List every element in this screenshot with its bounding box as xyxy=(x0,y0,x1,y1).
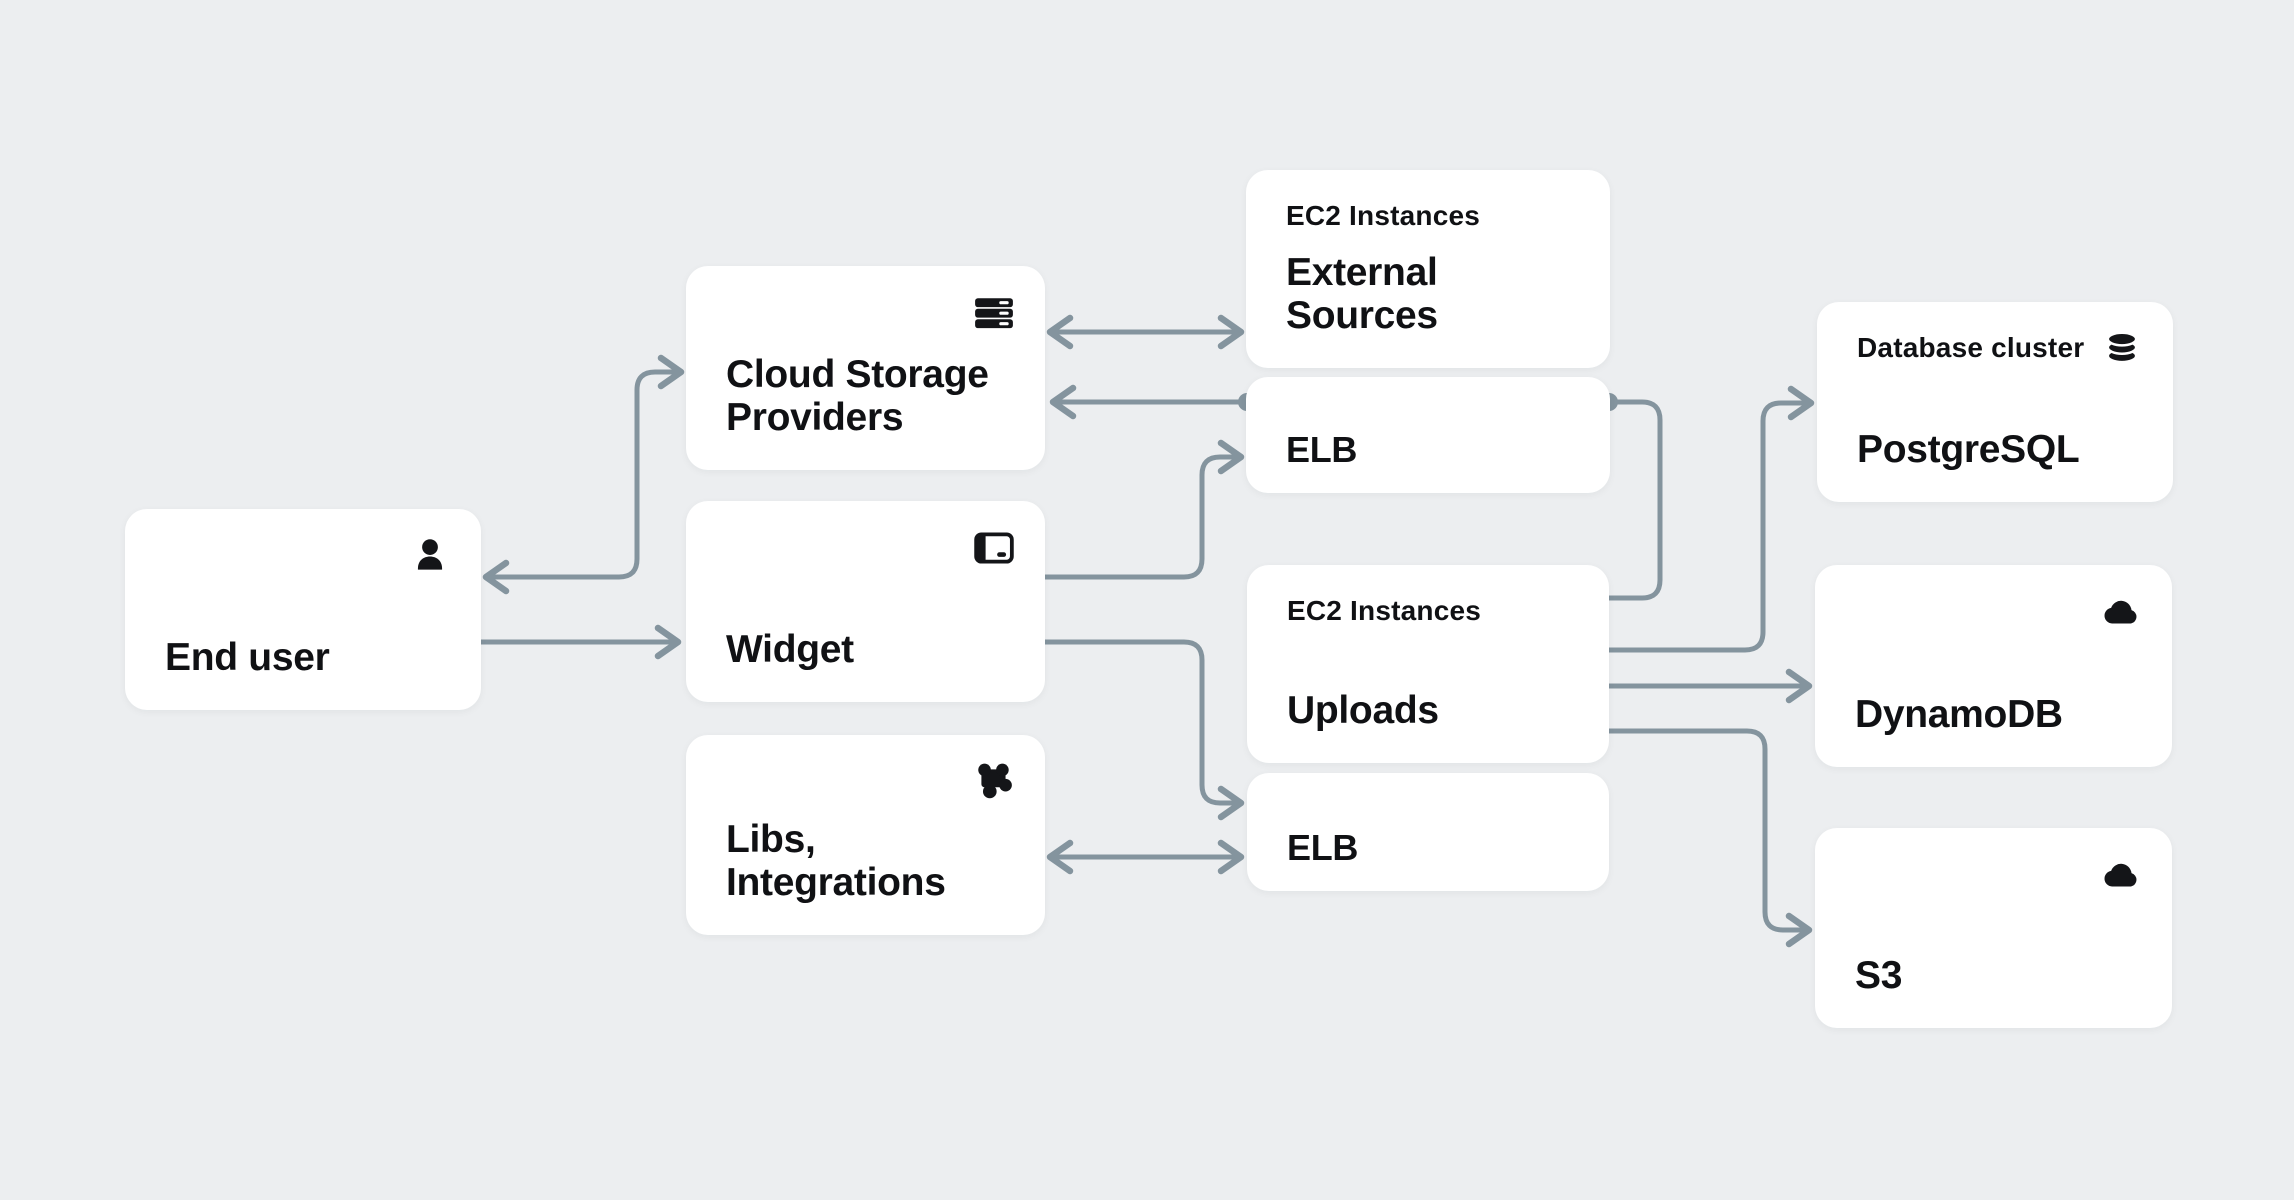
node-title: ELB xyxy=(1287,826,1359,868)
node-dynamodb[interactable]: DynamoDB xyxy=(1815,565,2172,767)
edge-uploads-dynamodb xyxy=(1609,668,1813,704)
node-uploads[interactable]: EC2 Instances Uploads xyxy=(1247,565,1609,763)
node-libs-integrations[interactable]: Libs, Integrations xyxy=(686,735,1045,935)
edge-cloudstorage-externalsources xyxy=(1046,314,1245,350)
node-title: S3 xyxy=(1855,954,1903,998)
node-title: External Sources xyxy=(1286,250,1438,338)
node-cloud-storage-providers[interactable]: Cloud Storage Providers xyxy=(686,266,1045,470)
node-title: ELB xyxy=(1286,428,1358,470)
card-icon xyxy=(973,527,1015,569)
puzzle-icon xyxy=(973,761,1015,803)
node-title: PostgreSQL xyxy=(1857,428,2080,472)
node-subtitle: Database cluster xyxy=(1857,332,2085,363)
node-title: DynamoDB xyxy=(1855,693,2063,737)
node-title: Uploads xyxy=(1287,689,1439,733)
node-elb-bottom[interactable]: ELB xyxy=(1247,773,1609,891)
node-title: Libs, Integrations xyxy=(726,817,946,905)
node-widget[interactable]: Widget xyxy=(686,501,1045,702)
server-stack-icon xyxy=(973,292,1015,334)
edge-widget-elbtop xyxy=(1045,439,1245,580)
node-title: Cloud Storage Providers xyxy=(726,352,989,440)
node-subtitle: EC2 Instances xyxy=(1286,200,1481,231)
user-icon xyxy=(409,535,451,577)
edge-uploads-s3 xyxy=(1609,728,1813,948)
node-postgresql[interactable]: Database cluster PostgreSQL xyxy=(1817,302,2173,502)
edge-uploads-postgresql xyxy=(1609,385,1815,653)
node-end-user[interactable]: End user xyxy=(125,509,481,710)
edge-libs-elbbottom xyxy=(1046,839,1245,875)
node-elb-top[interactable]: ELB xyxy=(1246,377,1610,493)
node-subtitle: EC2 Instances xyxy=(1287,595,1482,626)
cloud-icon xyxy=(2100,854,2142,896)
node-title: Widget xyxy=(726,628,854,672)
node-s3[interactable]: S3 xyxy=(1815,828,2172,1028)
edge-widget-elbbottom xyxy=(1045,639,1245,821)
edge-enduser-cloudstorage xyxy=(482,354,685,595)
database-icon xyxy=(2101,328,2143,370)
node-external-sources[interactable]: EC2 Instances External Sources xyxy=(1246,170,1610,368)
node-title: End user xyxy=(165,636,330,680)
cloud-icon xyxy=(2100,591,2142,633)
edge-enduser-widget xyxy=(481,624,682,660)
